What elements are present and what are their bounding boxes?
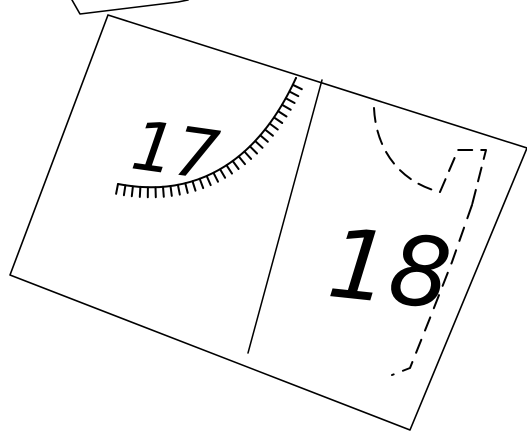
panel-divider xyxy=(248,80,322,353)
hatch-mark xyxy=(163,187,164,197)
panel-left: 17 xyxy=(116,78,302,197)
hatch-mark xyxy=(116,184,118,194)
hatch-mark xyxy=(289,92,298,97)
hatch-mark xyxy=(239,156,245,164)
hatch-mark xyxy=(255,141,262,148)
hatch-mark xyxy=(286,98,295,103)
hatch-mark xyxy=(250,146,257,153)
hatch-mark xyxy=(233,161,239,169)
panel-right: 18 xyxy=(323,108,486,375)
hatch-mark xyxy=(124,185,126,195)
hatch-mark xyxy=(244,152,251,159)
hatch-mark xyxy=(227,165,233,173)
dashed-upper-curve xyxy=(374,108,486,205)
panel-number-18: 18 xyxy=(323,207,456,331)
hatch-mark xyxy=(293,85,302,89)
hatch-mark xyxy=(220,169,225,178)
hatch-mark xyxy=(278,111,286,116)
hatch-mark xyxy=(132,186,133,196)
hatch-mark xyxy=(265,130,273,136)
hatch-mark xyxy=(140,187,141,197)
hatch-mark xyxy=(171,186,172,196)
hatch-mark xyxy=(274,117,282,123)
hatch-mark xyxy=(260,135,268,142)
hatch-mark xyxy=(282,105,291,110)
hatch-mark xyxy=(270,124,278,130)
top-sheet-fragment xyxy=(72,0,188,14)
